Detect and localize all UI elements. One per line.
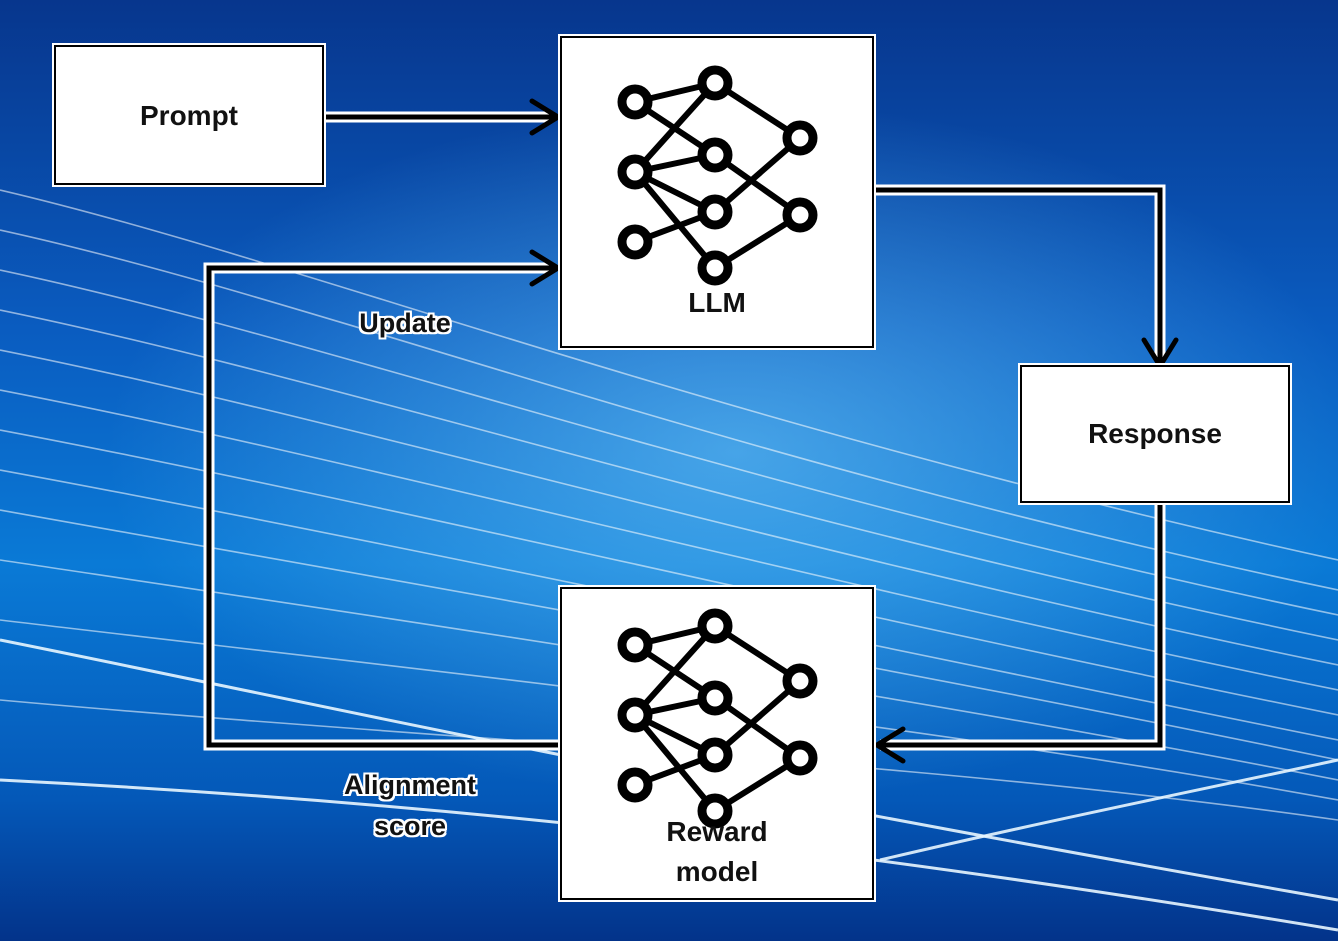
- edge-reward-to-llm: [206, 265, 560, 748]
- response-label: Response: [1088, 418, 1222, 449]
- edge-llm-to-response: [874, 187, 1163, 364]
- prompt-label: Prompt: [140, 100, 238, 131]
- reward-label-line2: model: [675, 856, 759, 887]
- reward-model-box[interactable]: Reward model: [560, 587, 874, 900]
- arrowhead-llm-update: [529, 249, 561, 287]
- neural-network-icon: [617, 608, 818, 829]
- update-label: Update: [359, 308, 451, 338]
- edge-response-to-reward: [877, 502, 1163, 748]
- llm-label: LLM: [688, 287, 746, 318]
- arrowhead-reward: [874, 726, 906, 764]
- neural-network-icon: [617, 65, 818, 286]
- reward-label-line1: Reward: [666, 816, 768, 847]
- alignment-score-label-line1: Alignment: [344, 770, 476, 800]
- alignment-score-label-line2: score: [373, 811, 447, 841]
- arrowhead-llm-prompt: [529, 98, 561, 136]
- response-box[interactable]: Response: [1020, 365, 1290, 503]
- llm-box[interactable]: LLM: [560, 36, 874, 348]
- prompt-box[interactable]: Prompt: [54, 45, 324, 185]
